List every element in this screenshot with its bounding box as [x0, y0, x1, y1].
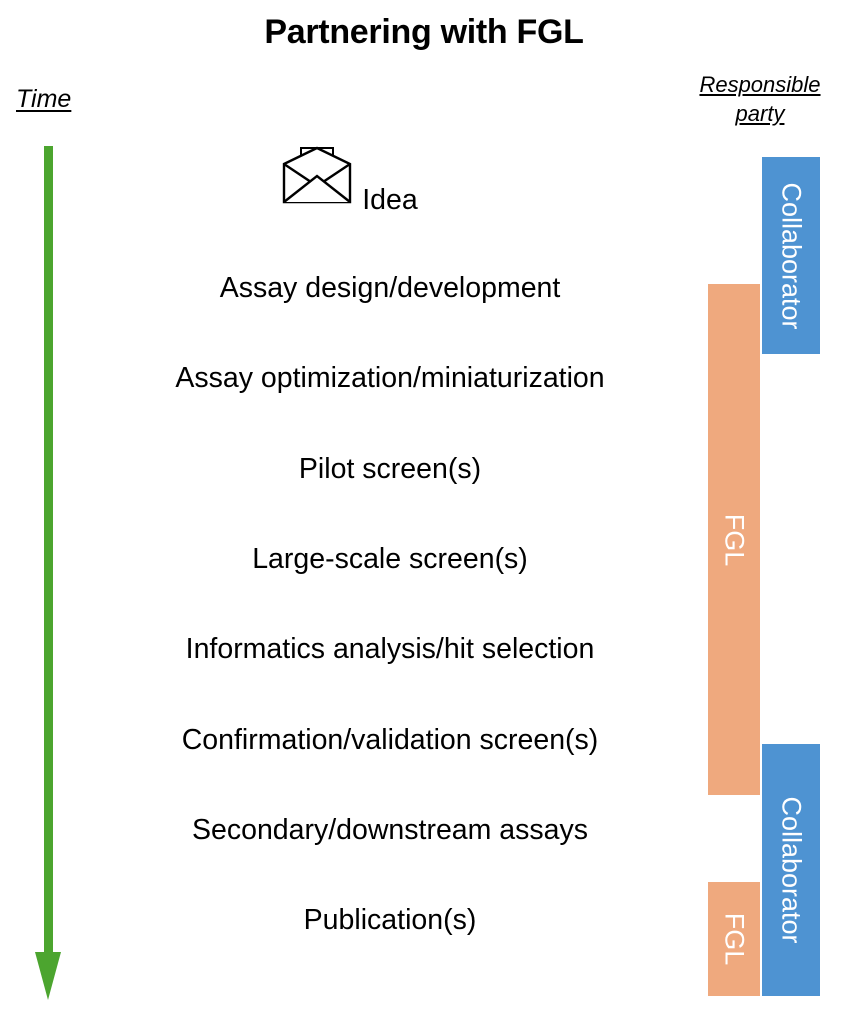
party-bar-collaborator-bottom: Collaborator	[762, 744, 820, 996]
process-step-label: Idea	[362, 184, 418, 216]
process-step-idea: Idea	[90, 184, 690, 217]
process-step-label: Informatics analysis/hit selection	[185, 633, 595, 665]
responsible-party-header-line1: Responsible	[699, 72, 821, 97]
party-bar-label: Collaborator	[776, 796, 807, 944]
time-axis-label: Time	[16, 85, 72, 113]
party-bar-fgl-main: FGL	[708, 284, 760, 795]
process-step-label: Large-scale screen(s)	[252, 543, 528, 575]
process-step-list: Idea Assay design/development Assay opti…	[90, 146, 690, 1002]
process-step-assay-design: Assay design/development	[90, 272, 690, 305]
responsible-party-header: Responsible party	[672, 70, 848, 128]
process-step-label: Assay design/development	[219, 272, 561, 304]
process-step-confirmation-screen: Confirmation/validation screen(s)	[90, 724, 690, 757]
process-step-informatics-analysis: Informatics analysis/hit selection	[90, 633, 690, 666]
party-bar-collaborator-top: Collaborator	[762, 157, 820, 354]
process-step-pilot-screen: Pilot screen(s)	[90, 453, 690, 486]
process-step-label: Pilot screen(s)	[298, 453, 482, 485]
process-step-label: Publication(s)	[303, 904, 477, 936]
party-bar-fgl-publication: FGL	[708, 882, 760, 996]
party-bar-label: Collaborator	[776, 181, 807, 330]
page-title: Partnering with FGL	[264, 13, 584, 51]
process-step-secondary-assays: Secondary/downstream assays	[90, 814, 690, 847]
process-step-assay-optimization: Assay optimization/miniaturization	[90, 362, 690, 395]
party-bar-label: FGL	[719, 912, 750, 966]
process-step-label: Confirmation/validation screen(s)	[181, 724, 599, 756]
responsible-party-header-line2: party	[735, 101, 785, 127]
envelope-icon	[282, 146, 352, 204]
down-arrow-icon	[35, 146, 61, 1000]
process-step-publications: Publication(s)	[90, 904, 690, 937]
process-step-label: Assay optimization/miniaturization	[175, 362, 605, 394]
process-step-large-scale-screen: Large-scale screen(s)	[90, 543, 690, 576]
party-bar-label: FGL	[719, 513, 750, 566]
process-step-label: Secondary/downstream assays	[191, 814, 589, 846]
